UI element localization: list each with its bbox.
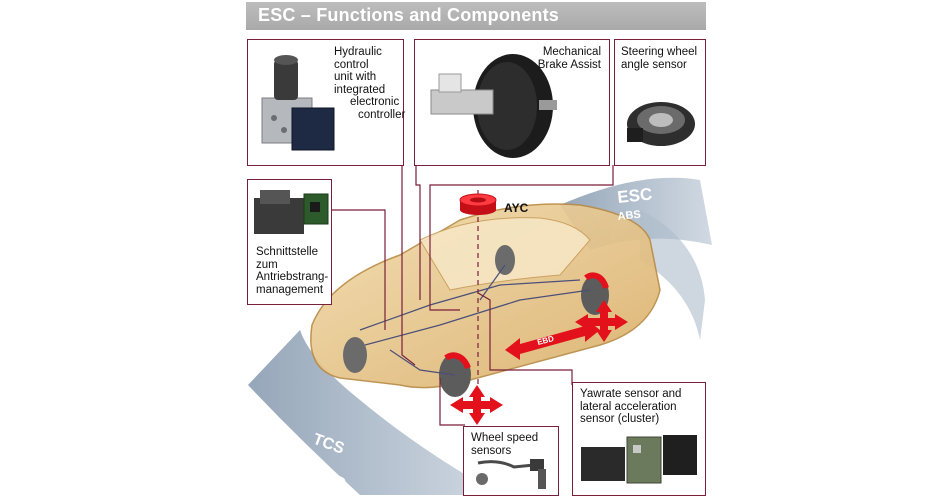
steering-sensor-box: Steering wheel angle sensor <box>614 39 706 166</box>
title-bar: ESC – Functions and Components <box>246 2 706 30</box>
page-title: ESC – Functions and Components <box>258 5 560 25</box>
wheel-force-arrows <box>450 300 628 425</box>
brake-lines <box>359 279 581 331</box>
force-arrow-rear-vertical <box>596 300 612 342</box>
function-band-bottom <box>248 330 500 495</box>
hydraulic-unit-image <box>261 55 335 151</box>
car-illustration <box>310 203 661 397</box>
steering-sensor-image <box>627 102 695 146</box>
abs-label: ABS <box>617 209 641 223</box>
yawrate-sensor-box: Yawrate sensor and lateral acceleration … <box>572 382 706 496</box>
brake-lines-4 <box>479 264 506 301</box>
engine-image <box>254 190 329 234</box>
caliper-front <box>444 352 471 370</box>
ebd-label: EBD <box>536 334 555 347</box>
wheel-speed-label: Wheel speed sensors <box>471 432 539 457</box>
powertrain-interface-label: Schnittstelle zum Antriebstrang- managem… <box>256 246 329 296</box>
powertrain-interface-box: Schnittstelle zum Antriebstrang- managem… <box>247 179 332 305</box>
function-band-right <box>640 210 705 340</box>
wheel-speed-sensor-box: Wheel speed sensors <box>463 426 559 496</box>
hydraulic-control-unit-box: Hydraulic control unit with integrated e… <box>247 39 406 166</box>
yawrate-label: Yawrate sensor and lateral acceleration … <box>580 388 682 425</box>
brake-assist-label: Mechanical Brake Assist <box>537 46 601 71</box>
steering-label: Steering wheel angle sensor <box>621 46 698 71</box>
leader-brake-assist <box>415 165 421 300</box>
leader-wheel-speed <box>439 378 465 426</box>
wheel-speed-sensor-image <box>476 459 546 489</box>
ayc-ring <box>459 193 497 215</box>
leader-hydraulic <box>401 165 416 366</box>
ebd-arrow <box>505 318 600 360</box>
leader-steering <box>429 165 614 311</box>
esc-top-label: ESC <box>616 184 653 207</box>
yawrate-sensor-image <box>581 435 697 484</box>
leader-lines <box>323 165 614 426</box>
brake-booster-image <box>430 54 557 158</box>
brake-assist-box: Mechanical Brake Assist <box>414 39 610 166</box>
wheel-front-right <box>343 337 367 373</box>
ayc-label: AYC <box>504 201 529 215</box>
hydraulic-label: Hydraulic control unit with integrated e… <box>334 46 406 121</box>
wheel-rear-right <box>495 245 515 275</box>
leader-yawrate <box>477 292 573 385</box>
caliper-rear <box>584 272 609 289</box>
force-arrow-front-vertical <box>469 385 485 425</box>
leader-interface <box>323 209 386 330</box>
brake-lines-3 <box>389 349 456 376</box>
